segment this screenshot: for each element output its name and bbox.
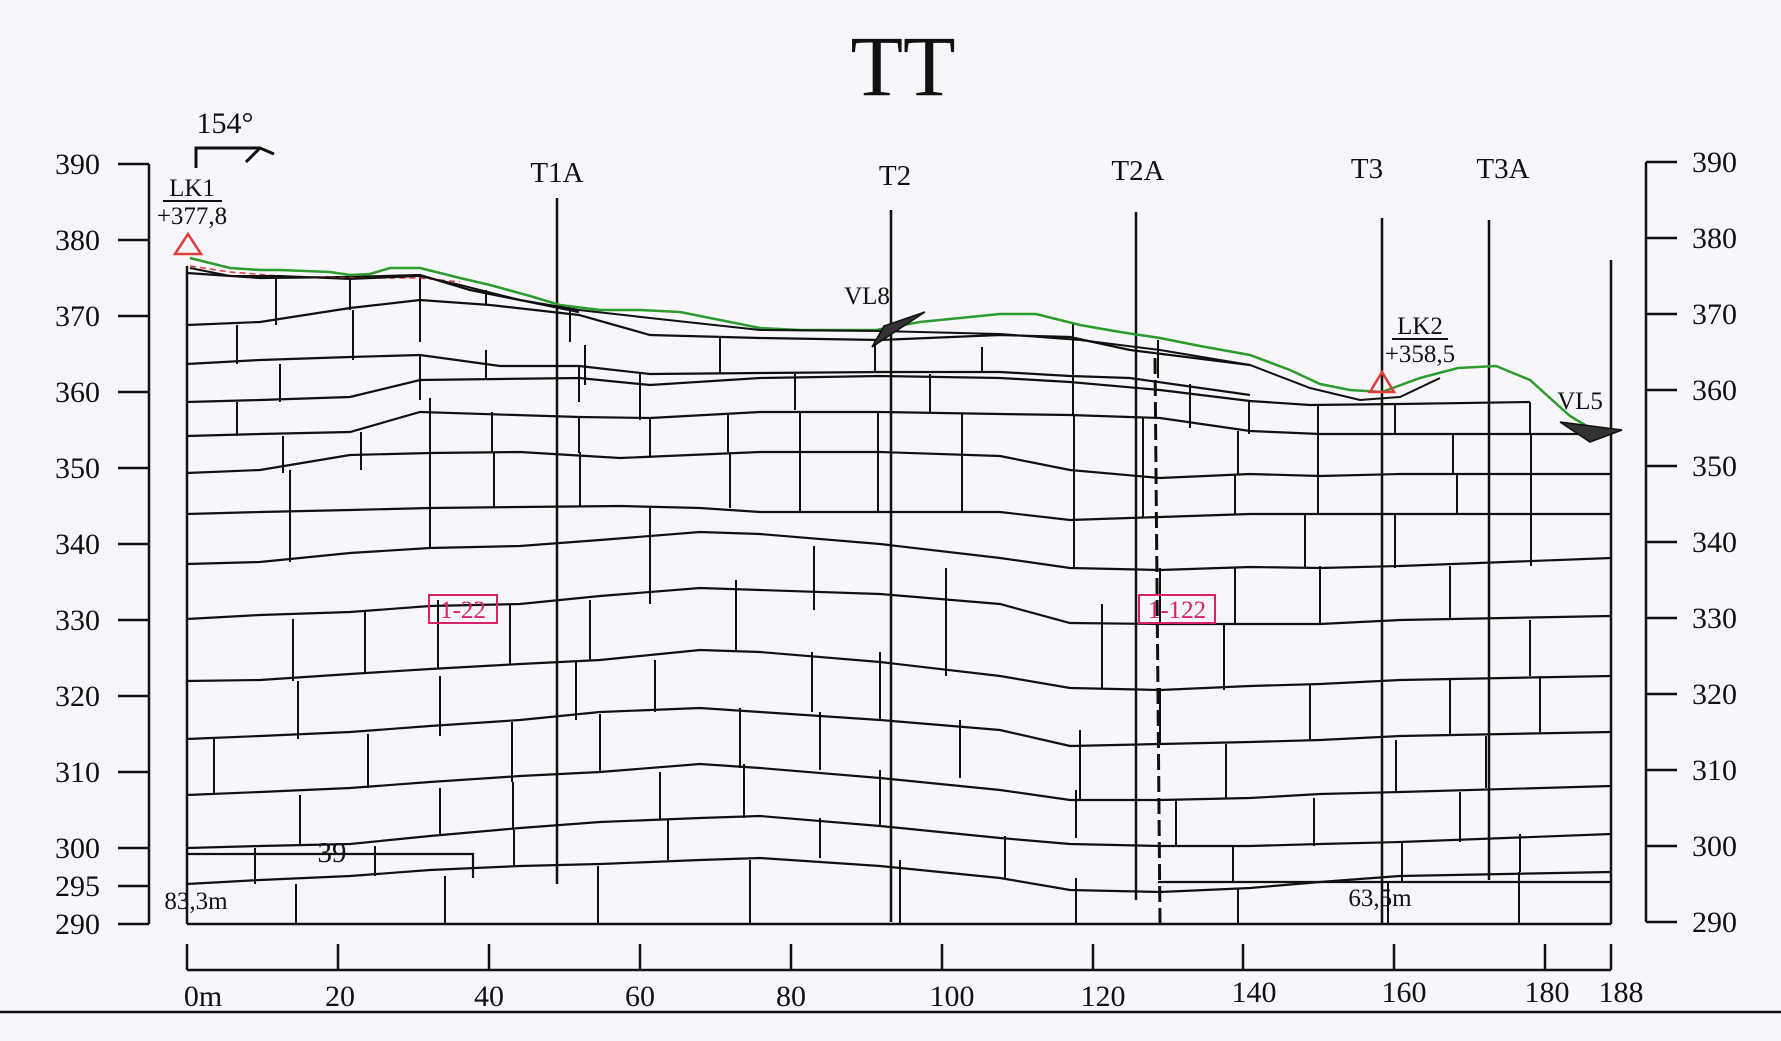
elev-tick-right: 330	[1692, 602, 1737, 635]
distance-tick: 120	[1081, 980, 1126, 1013]
marker-vl5-label: VL5	[1557, 388, 1603, 415]
borehole-label-t2: T2	[879, 160, 911, 192]
distance-tick: 160	[1382, 976, 1427, 1009]
layer-label-1: 1-22	[440, 597, 486, 624]
left-elevation-axis: 390 380 370 360 350 340 330 320 310 300 …	[55, 148, 149, 941]
point-lk1-elevation: +377,8	[157, 203, 227, 230]
elev-tick-right: 370	[1692, 298, 1737, 331]
borehole-lines	[555, 198, 1491, 924]
elev-tick-left: 300	[55, 832, 100, 865]
point-lk1-name: LK1	[169, 175, 215, 202]
elev-tick-left: 390	[55, 148, 100, 181]
marker-vl8-icon	[871, 311, 926, 348]
point-lk2-elevation: +358,5	[1385, 341, 1455, 368]
distance-tick: 60	[625, 980, 655, 1013]
distance-axis: 0m 20 40 60 80 100 120 140 160 180 188	[184, 944, 1644, 1013]
layer-label-2: 1-122	[1148, 597, 1206, 624]
elev-tick-right: 380	[1692, 222, 1737, 255]
survey-marker-lk2-icon	[1367, 369, 1397, 394]
borehole-label-t1a: T1A	[530, 157, 583, 189]
point-lk2-name: LK2	[1397, 313, 1443, 340]
distance-tick: 0m	[184, 980, 222, 1013]
marker-vl5-icon	[1559, 421, 1623, 443]
borehole-label-t2a: T2A	[1111, 155, 1164, 187]
elev-tick-left: 295	[55, 870, 100, 903]
elev-tick-right: 310	[1692, 754, 1737, 787]
elev-tick-left: 360	[55, 376, 100, 409]
elev-tick-right: 360	[1692, 374, 1737, 407]
brick-joints	[213, 274, 1541, 924]
elev-tick-right: 300	[1692, 830, 1737, 863]
borehole-label-t3: T3	[1351, 153, 1383, 185]
distance-tick: 80	[776, 980, 806, 1013]
elev-tick-left: 340	[55, 528, 100, 561]
annotation-depth-right: 63,5m	[1348, 885, 1412, 912]
layer-label-box	[1138, 594, 1216, 624]
orientation-label: 154°	[197, 107, 254, 140]
marker-vl8-label: VL8	[844, 283, 890, 310]
elev-tick-left: 350	[55, 452, 100, 485]
elev-tick-left: 370	[55, 300, 100, 333]
elev-tick-right: 350	[1692, 450, 1737, 483]
distance-tick: 40	[474, 980, 504, 1013]
annotation-39: 39	[318, 837, 347, 869]
distance-tick: 100	[930, 980, 975, 1013]
elev-tick-right: 340	[1692, 526, 1737, 559]
elev-tick-right: 290	[1692, 906, 1737, 939]
elev-tick-left: 380	[55, 224, 100, 257]
elev-tick-left: 290	[55, 908, 100, 941]
distance-tick: 188	[1599, 976, 1644, 1009]
elev-tick-left: 320	[55, 680, 100, 713]
elev-tick-right: 320	[1692, 678, 1737, 711]
distance-tick: 180	[1525, 976, 1570, 1009]
annotation-depth-left: 83,3m	[164, 888, 228, 915]
weathered-boundary-line	[189, 267, 1441, 402]
section-break	[1153, 357, 1162, 925]
figure-title: TT	[850, 18, 955, 114]
orientation-arrow-icon	[194, 146, 275, 168]
elev-tick-left: 310	[55, 756, 100, 789]
borehole-label-t3a: T3A	[1476, 153, 1529, 185]
distance-tick: 140	[1232, 976, 1277, 1009]
layer-label-box	[428, 594, 498, 624]
right-elevation-axis: 390 380 370 360 350 340 330 320 310 300 …	[1646, 146, 1737, 939]
elev-tick-right: 390	[1692, 146, 1737, 179]
survey-marker-lk1-icon	[172, 231, 204, 256]
distance-tick: 20	[325, 980, 355, 1013]
elev-tick-left: 330	[55, 604, 100, 637]
